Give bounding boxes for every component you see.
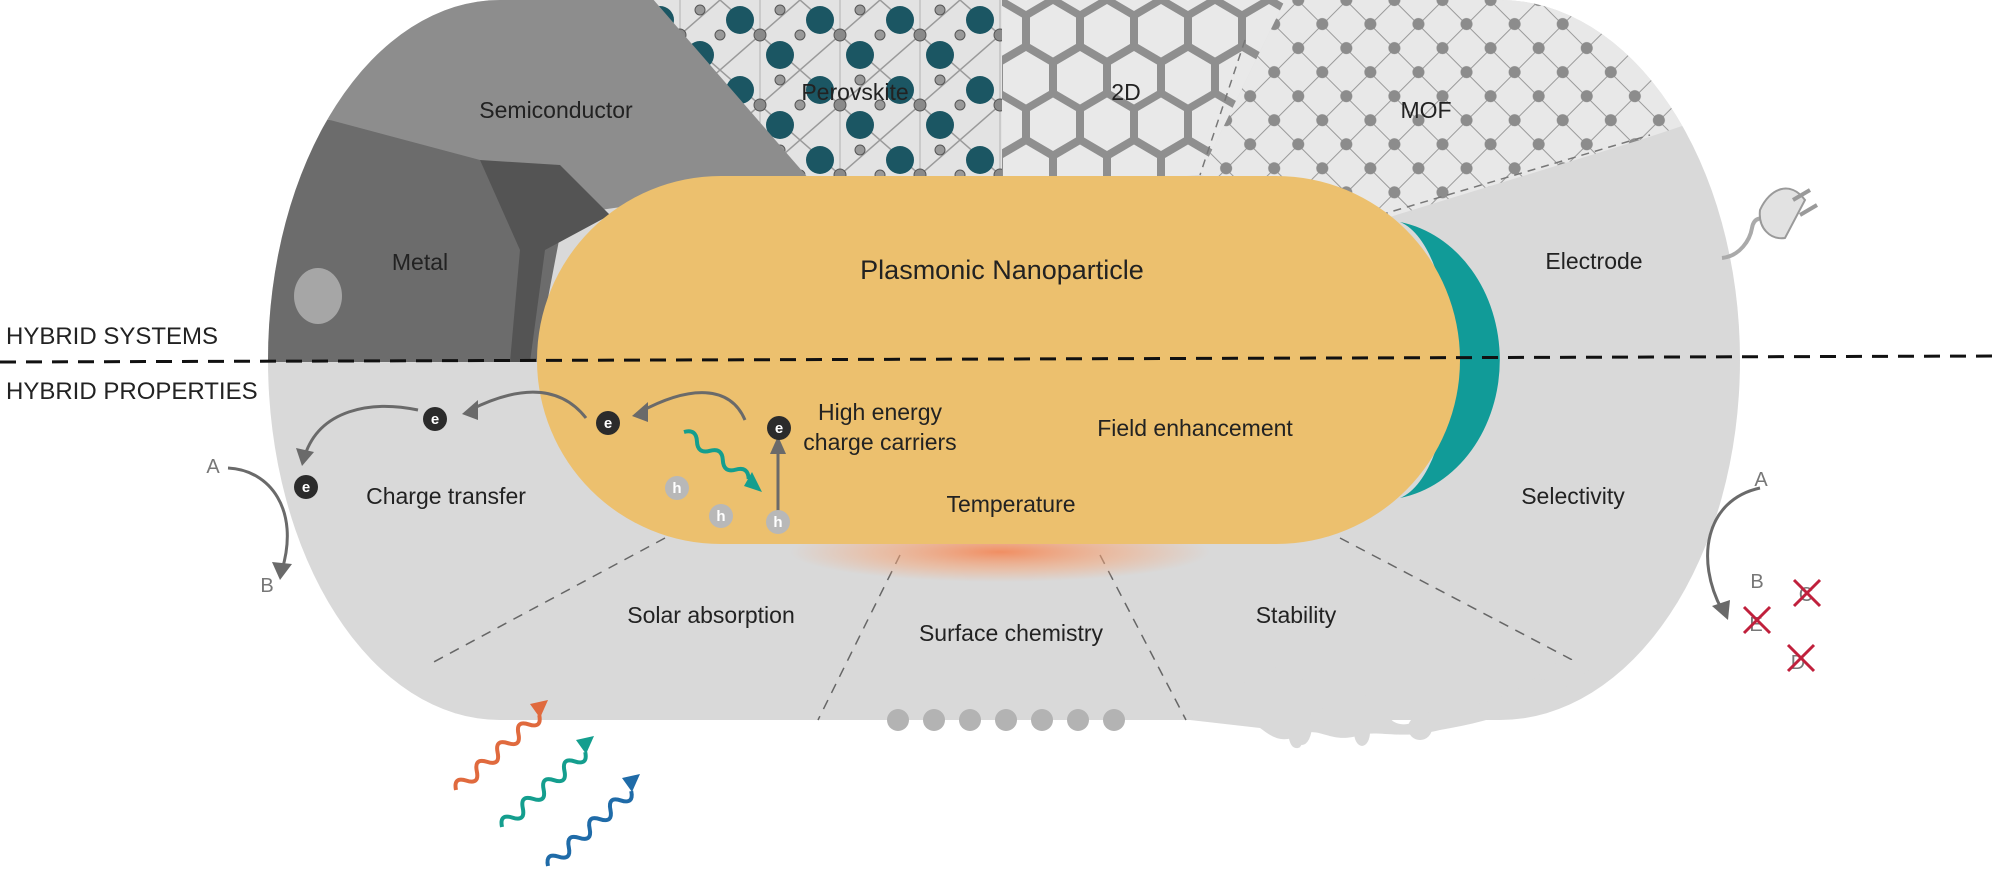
- svg-text:h: h: [773, 514, 782, 531]
- plasmonic-nanoparticle-label: Plasmonic Nanoparticle: [860, 255, 1144, 285]
- hybrid-systems-label: HYBRID SYSTEMS: [6, 323, 218, 350]
- electrode-label: Electrode: [1545, 248, 1642, 274]
- metal-highlight: [294, 268, 342, 324]
- charge-transfer-label: Charge transfer: [366, 483, 526, 509]
- 2d-label: 2D: [1111, 79, 1140, 105]
- svg-text:e: e: [775, 420, 783, 437]
- incident-photon-icon: [683, 429, 762, 492]
- reaction-left-reactant: A: [206, 456, 220, 478]
- high-energy-label-line1: High energy: [818, 399, 943, 425]
- surface-nanoparticle-row: [887, 709, 1125, 731]
- selectivity-label: Selectivity: [1521, 483, 1625, 509]
- svg-text:e: e: [604, 415, 612, 432]
- metal-shade: [480, 160, 610, 362]
- temperature-label: Temperature: [946, 491, 1075, 517]
- perovskite-sector: [645, 0, 1002, 190]
- field-enhancement-label: Field enhancement: [1097, 415, 1293, 441]
- mof-label: MOF: [1400, 97, 1451, 123]
- reaction-right-product-b: B: [1750, 571, 1763, 593]
- 2d-sector: [1002, 0, 1290, 190]
- metal-label: Metal: [392, 249, 448, 275]
- hybrid-properties-label: HYBRID PROPERTIES: [6, 378, 258, 405]
- rejected-product-cross-icons: [1742, 578, 1822, 673]
- surface-chemistry-label: Surface chemistry: [919, 620, 1104, 646]
- reaction-right-reactant: A: [1754, 469, 1768, 491]
- svg-text:e: e: [431, 411, 439, 428]
- solar-absorption-label: Solar absorption: [627, 602, 795, 628]
- svg-text:h: h: [716, 508, 725, 525]
- reaction-left-product: B: [260, 575, 273, 597]
- svg-text:h: h: [672, 480, 681, 497]
- plug-icon: [1721, 187, 1819, 260]
- arrow-heads: [272, 400, 1730, 620]
- sunlight-waves-icon: [453, 714, 634, 867]
- hole-markers: h h h: [665, 476, 790, 534]
- perovskite-label: Perovskite: [801, 79, 908, 105]
- semiconductor-label: Semiconductor: [479, 97, 633, 123]
- stability-label: Stability: [1256, 602, 1337, 628]
- degradation-drips: [1190, 660, 1600, 749]
- systems-properties-divider: [0, 354, 2000, 364]
- svg-text:e: e: [302, 479, 310, 496]
- property-dividers: [429, 537, 1581, 721]
- charge-transfer-arrows: [227, 390, 1761, 611]
- sunlight-arrow-heads: [530, 700, 640, 792]
- high-energy-label-line2: charge carriers: [803, 429, 956, 455]
- electron-markers: e e e e: [294, 407, 791, 499]
